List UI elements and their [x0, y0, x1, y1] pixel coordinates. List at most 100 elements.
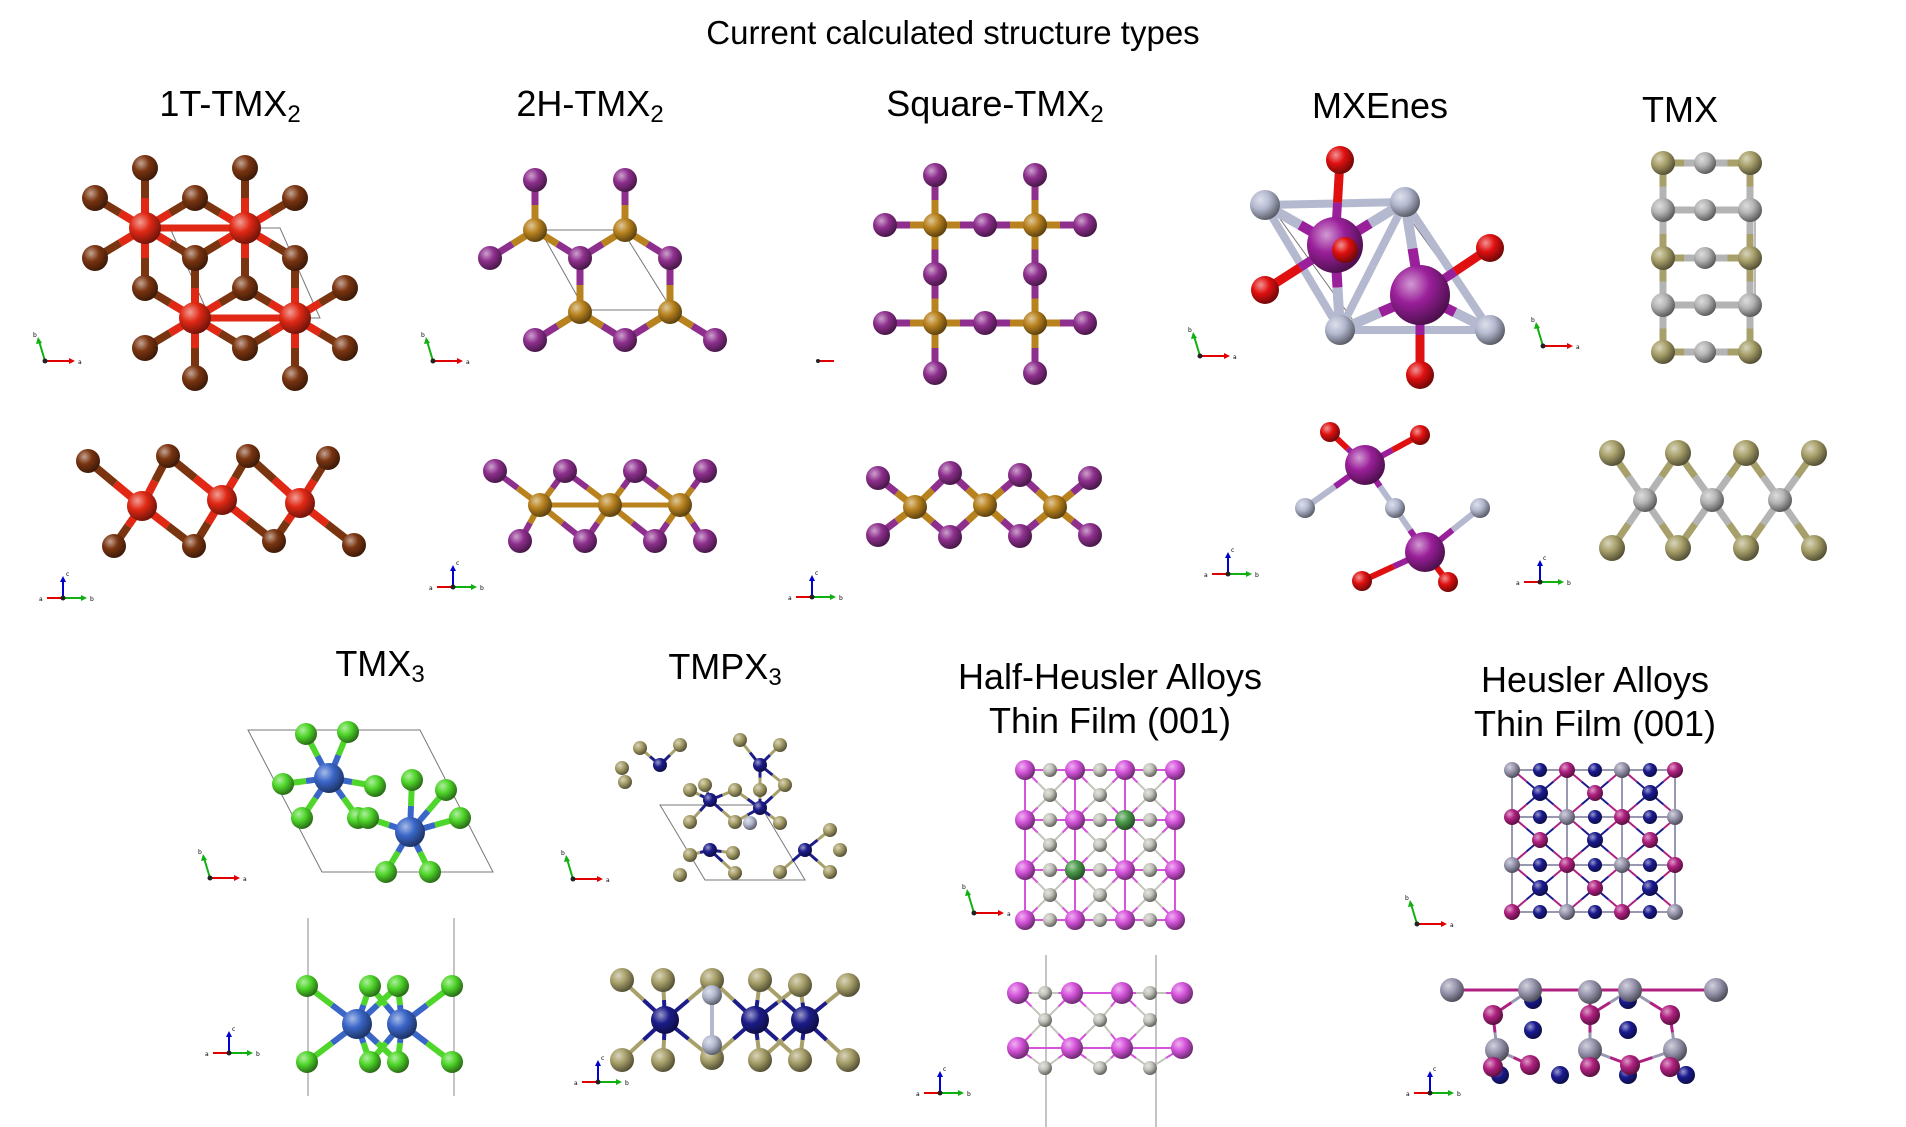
atom: [1485, 1038, 1509, 1062]
axis-origin: [207, 875, 213, 881]
atom: [568, 300, 592, 324]
atom: [127, 491, 157, 521]
atom: [1533, 763, 1547, 777]
atom: [291, 807, 313, 829]
structure-half-heusler-side: [1007, 955, 1193, 1127]
atom: [1143, 813, 1157, 827]
axis-b-head: [1246, 571, 1252, 577]
atom: [262, 529, 286, 553]
atom: [693, 529, 717, 553]
title-1t-tmx2-sub: 2: [287, 101, 301, 128]
atom: [1165, 810, 1185, 830]
atom: [1642, 832, 1658, 848]
atom: [1520, 1055, 1540, 1075]
atom: [1023, 213, 1047, 237]
atom: [703, 328, 727, 352]
axis-b-head: [471, 584, 477, 590]
atom: [282, 365, 308, 391]
atom: [1667, 904, 1683, 920]
structure-1t-tmx2-side: [76, 444, 366, 558]
axis-a-head: [457, 358, 463, 364]
title-tmx3: TMX3: [290, 642, 470, 687]
title-tmx3-main: TMX: [335, 643, 412, 684]
axis-c-head: [226, 1031, 232, 1037]
atom: [296, 975, 318, 997]
axis-label-a: a: [429, 585, 433, 592]
atom: [873, 213, 897, 237]
atom: [102, 534, 126, 558]
atom: [791, 1006, 819, 1034]
structure-square-tmx2-side: [866, 461, 1102, 549]
atom: [279, 302, 311, 334]
atom: [1643, 905, 1657, 919]
atom: [1065, 860, 1085, 880]
atom: [375, 861, 397, 883]
axis-label-c: c: [943, 1066, 946, 1073]
axis-label-a: a: [916, 1091, 920, 1098]
axis-origin: [1427, 1090, 1433, 1096]
axis-origin: [1225, 571, 1231, 577]
atom: [232, 155, 258, 181]
atom: [1660, 1057, 1680, 1077]
atom: [1410, 425, 1430, 445]
atom: [568, 246, 592, 270]
atom: [1251, 276, 1279, 304]
atom: [229, 212, 261, 244]
atom: [1738, 151, 1762, 175]
atom: [1559, 857, 1575, 873]
atom: [1694, 152, 1716, 174]
atom: [1390, 265, 1450, 325]
atom: [295, 723, 317, 745]
structure-tmx3-side: [296, 918, 463, 1096]
atom: [1143, 1013, 1157, 1027]
axis-origin: [816, 359, 820, 363]
atom: [272, 773, 294, 795]
atom: [1663, 1038, 1687, 1062]
atom: [1619, 1021, 1637, 1039]
atom: [836, 973, 860, 997]
atom: [973, 213, 997, 237]
atom: [1651, 293, 1675, 317]
structure-tmx-top: [1651, 151, 1762, 364]
atom: [401, 769, 423, 791]
atom: [1165, 760, 1185, 780]
axis-label-b: b: [962, 884, 966, 891]
axis-b-head: [201, 854, 207, 861]
axis-b: [1193, 335, 1201, 357]
atom: [1143, 913, 1157, 927]
atom: [1580, 1057, 1600, 1077]
atom: [798, 843, 812, 857]
atom: [1061, 982, 1083, 1004]
atom: [82, 185, 108, 211]
axis-b: [1536, 325, 1544, 347]
atom: [668, 493, 692, 517]
axis-c-head: [1427, 1071, 1433, 1077]
atom: [1559, 904, 1575, 920]
axis-label-b: b: [421, 332, 425, 339]
atom: [658, 246, 682, 270]
atom: [726, 846, 740, 860]
atom: [528, 493, 552, 517]
title-half-heusler-line1: Half-Heusler Alloys: [957, 656, 1263, 697]
axis-a-head: [1441, 921, 1447, 927]
axis-b: [566, 858, 574, 880]
atom: [342, 1009, 372, 1039]
atom: [1614, 809, 1630, 825]
axis-label-b: b: [561, 850, 565, 857]
axis-label-b: b: [967, 1091, 971, 1098]
atom: [1651, 246, 1675, 270]
axis-label-b: b: [480, 585, 484, 592]
atom: [866, 466, 890, 490]
atom: [1694, 247, 1716, 269]
axis-triad-tmx3-top: ab: [198, 849, 247, 883]
title-2h-tmx2-sub: 2: [650, 101, 664, 128]
atom: [1578, 980, 1602, 1004]
structure-tmpx3-side: [610, 968, 860, 1072]
atom: [553, 459, 577, 483]
atom: [1038, 986, 1052, 1000]
atom: [232, 275, 258, 301]
atom: [728, 866, 742, 880]
axis-a-head: [69, 358, 75, 364]
atom: [1651, 151, 1675, 175]
